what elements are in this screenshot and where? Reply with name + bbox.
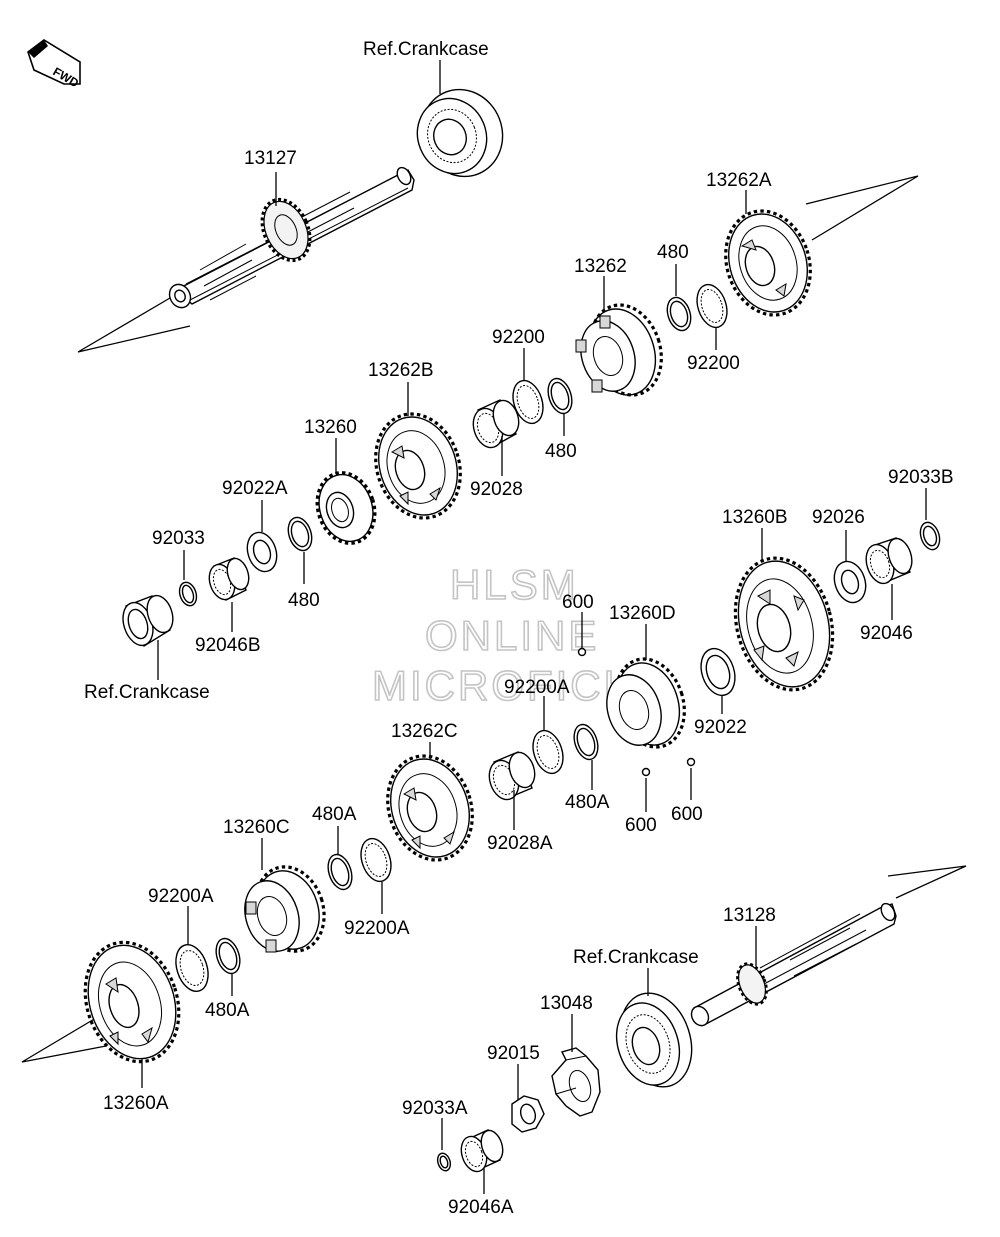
label-13260B: 13260B (722, 507, 788, 528)
circlip-92033A (436, 1152, 452, 1172)
gear-13260A (83, 940, 181, 1064)
label-480-b: 480 (545, 441, 577, 462)
label-92028A: 92028A (487, 833, 553, 854)
needle-bearing-92046B (208, 557, 250, 601)
nut-92015 (511, 1095, 545, 1133)
label-92046: 92046 (860, 623, 913, 644)
label-92046A: 92046A (448, 1197, 514, 1218)
label-13048: 13048 (540, 993, 593, 1014)
label-13260C: 13260C (223, 817, 290, 838)
circlip-480-top (666, 296, 692, 332)
label-480A-a: 480A (565, 792, 610, 813)
gear-13260B (733, 556, 835, 692)
gear-13260C (244, 865, 326, 953)
ball-600-left (641, 767, 651, 777)
watermark-line-2: ONLINE (425, 612, 599, 659)
label-600-a: 600 (562, 592, 594, 613)
needle-bearing-92028A (488, 751, 536, 801)
label-92022A: 92022A (222, 478, 288, 499)
label-13262C: 13262C (391, 721, 458, 742)
label-480-c: 480 (288, 590, 320, 611)
label-13128: 13128 (723, 905, 776, 926)
shaft-13127 (168, 166, 415, 309)
label-13262A: 13262A (706, 170, 772, 191)
circlip-480A-upper (327, 853, 353, 891)
label-ref-crankcase-bottom: Ref.Crankcase (573, 947, 699, 968)
sprocket-13048 (551, 1047, 601, 1117)
label-92022: 92022 (694, 717, 747, 738)
fwd-arrow-icon: FWD (27, 39, 81, 90)
label-13127: 13127 (244, 148, 297, 169)
washer-92022A (246, 531, 278, 573)
washer-92200A-upper (360, 837, 392, 883)
label-92200-a: 92200 (492, 327, 545, 348)
bearing-top (416, 88, 504, 178)
label-92033: 92033 (152, 528, 205, 549)
label-480A-c: 480A (205, 1000, 250, 1021)
gear-13262A (724, 209, 812, 317)
gear-13262 (575, 303, 663, 397)
washer-92026 (833, 560, 867, 604)
washer-92022 (700, 647, 736, 697)
needle-bearing-92046 (865, 537, 913, 585)
label-92026: 92026 (812, 507, 865, 528)
gear-13260D (606, 657, 686, 749)
gear-13260 (315, 471, 377, 545)
label-92028: 92028 (470, 479, 523, 500)
gear-13262C (386, 754, 474, 862)
label-ref-crankcase-left: Ref.Crankcase (84, 682, 210, 703)
label-13262B: 13262B (368, 360, 434, 381)
circlip-92033B (919, 521, 941, 551)
label-ref-crankcase-top: Ref.Crankcase (363, 39, 489, 60)
label-92015: 92015 (487, 1043, 540, 1064)
label-92200A-b: 92200A (344, 918, 410, 939)
label-92200-b: 92200 (687, 353, 740, 374)
label-92033B: 92033B (888, 467, 954, 488)
label-480-a: 480 (657, 242, 689, 263)
label-92033A: 92033A (402, 1098, 468, 1119)
washer-92200A-mid (532, 729, 564, 775)
label-13262: 13262 (574, 256, 627, 277)
washer-92200A-lower (175, 944, 209, 992)
washer-92200-left (512, 379, 544, 425)
label-480A-b: 480A (312, 804, 357, 825)
needle-bearing-92028 (472, 399, 520, 449)
needle-bearing-92046A (460, 1129, 504, 1173)
axis-guides (21, 175, 967, 1063)
label-92200A-c: 92200A (148, 886, 214, 907)
ball-600-top (577, 647, 587, 657)
bearing-left-crankcase (122, 594, 174, 648)
shaft-13128 (690, 902, 897, 1027)
circlip-92033 (178, 581, 198, 607)
label-92046B: 92046B (195, 635, 261, 656)
bearing-bottom (615, 992, 693, 1088)
circlip-480A-mid (573, 723, 599, 761)
label-13260D: 13260D (609, 603, 676, 624)
part-labels: Ref.Crankcase 13127 13262A 13262 480 922… (84, 39, 954, 1218)
ball-600-right (686, 757, 696, 767)
label-13260: 13260 (304, 417, 357, 438)
label-13260A: 13260A (103, 1093, 169, 1114)
label-92200A-a: 92200A (504, 677, 570, 698)
washer-92200-right (696, 283, 728, 329)
label-600-b: 600 (625, 815, 657, 836)
circlip-480-left (287, 516, 313, 552)
gear-13262B (374, 412, 462, 520)
circlip-480-mid (547, 377, 573, 415)
watermark-line-1: HLSM (450, 561, 579, 608)
circlip-480A-lower (215, 937, 241, 975)
label-600-c: 600 (671, 804, 703, 825)
